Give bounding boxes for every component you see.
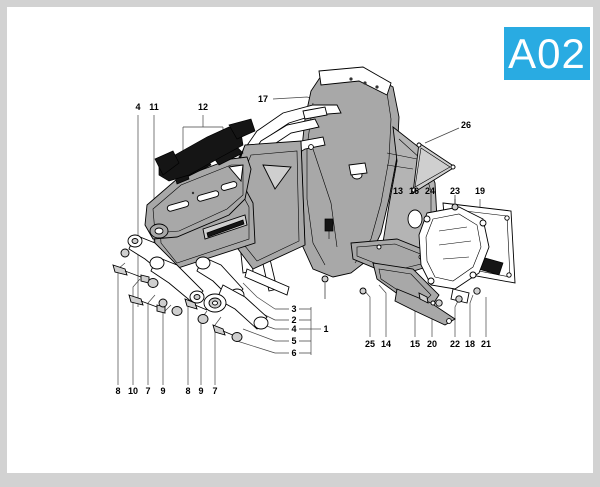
license-plate-bracket — [418, 195, 516, 307]
callout-6: 6 — [291, 348, 297, 358]
strap-part-12 — [154, 118, 256, 182]
grab-handle-bracket — [144, 156, 252, 240]
linkage-arms — [127, 234, 269, 330]
callout-20: 20 — [426, 339, 438, 349]
callout-7b: 7 — [212, 386, 218, 396]
callout-18: 18 — [464, 339, 476, 349]
callout-24: 24 — [424, 186, 436, 196]
callout-23: 23 — [449, 186, 461, 196]
callout-4b: 4 — [291, 324, 297, 334]
callout-5: 5 — [291, 336, 297, 346]
body-fasteners — [308, 144, 367, 299]
callout-4: 4 — [135, 102, 141, 112]
fasteners-left — [112, 248, 243, 342]
callout-8b: 8 — [185, 386, 191, 396]
callout-16: 16 — [408, 186, 420, 196]
callout-1: 1 — [323, 324, 329, 334]
parts-diagram-canvas: .ln{fill:none;stroke:#000;stroke-width:0… — [112, 66, 516, 385]
callout-19: 19 — [474, 186, 486, 196]
callout-26: 26 — [460, 120, 472, 130]
section-badge: A02 — [504, 27, 590, 80]
callout-21: 21 — [480, 339, 492, 349]
callout-25: 25 — [364, 339, 376, 349]
callout-3: 3 — [291, 304, 297, 314]
reflector-triangle — [386, 142, 456, 194]
callout-9b: 9 — [198, 386, 204, 396]
callout-8: 8 — [115, 386, 121, 396]
callout-9: 9 — [160, 386, 166, 396]
callout-10: 10 — [127, 386, 139, 396]
callout-15: 15 — [409, 339, 421, 349]
callout-2: 2 — [291, 315, 297, 325]
callout-17: 17 — [257, 94, 269, 104]
chain-guard — [350, 238, 456, 326]
callout-14: 14 — [380, 339, 392, 349]
callout-11: 11 — [149, 102, 159, 112]
callout-12: 12 — [197, 102, 209, 112]
callout-13: 13 — [392, 186, 404, 196]
callout-7: 7 — [145, 386, 151, 396]
callout-22: 22 — [449, 339, 461, 349]
